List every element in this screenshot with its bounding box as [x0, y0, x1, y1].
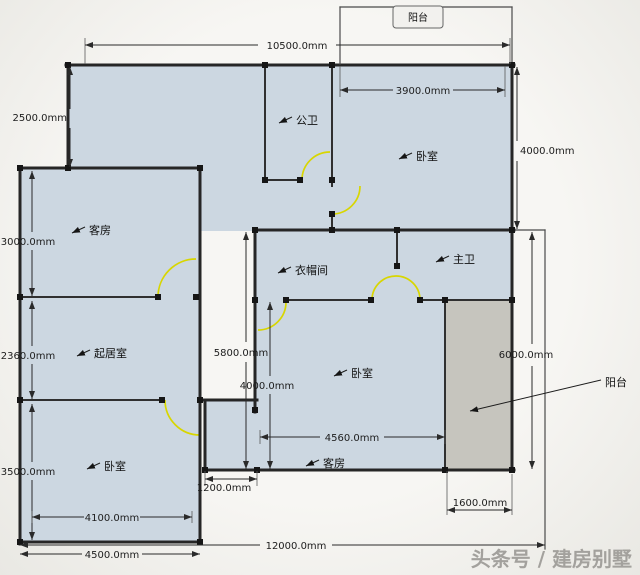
- door-arcs: [157, 151, 421, 436]
- dim-bedroom-bl-height: 3500.0mm: [1, 467, 55, 478]
- room-label-guest-bottom: 客房: [323, 456, 345, 470]
- dim-bedroom-center-height: 4000.0mm: [240, 381, 294, 392]
- dim-bedroom-tr-width: 3900.0mm: [396, 86, 450, 97]
- dim-bedroom-center-width: 4560.0mm: [325, 433, 379, 444]
- balcony-right-area: [445, 300, 512, 470]
- dim-right-height: 6000.0mm: [499, 350, 553, 361]
- column-markers: [17, 62, 515, 545]
- room-label-guest-left: 客房: [89, 223, 111, 237]
- balcony-top-label-box: 阳台: [392, 5, 444, 29]
- door-arc-bedroom-center: [257, 301, 287, 331]
- room-label-cloakroom: 衣帽间: [295, 263, 328, 277]
- room-label-living: 起居室: [94, 346, 127, 360]
- door-arc-bedroom-bl: [164, 399, 201, 436]
- dimension-lines: [20, 38, 545, 557]
- room-label-bedroom-top-right: 卧室: [416, 149, 438, 163]
- door-arc-guest-left: [157, 258, 197, 298]
- dim-balcony-right-width: 1600.0mm: [453, 498, 507, 509]
- room-label-balcony-right: 阳台: [605, 375, 627, 389]
- room-label-bedroom-center: 卧室: [351, 366, 373, 380]
- room-labels: 公卫 卧室 客房 衣帽间 主卫 起居室 卧室 客房 卧室 阳台: [89, 114, 627, 473]
- dim-notch-width: 1200.0mm: [197, 483, 251, 494]
- dim-upper-left-height: 2500.0mm: [13, 113, 67, 124]
- dim-living-height: 2360.0mm: [1, 351, 55, 362]
- dim-guest-left-height: 3000.0mm: [1, 237, 55, 248]
- room-label-master-bath: 主卫: [453, 253, 475, 266]
- dim-top-width: 10500.0mm: [267, 41, 328, 52]
- door-arc-public-bath: [301, 151, 331, 181]
- balcony-right-leader: [469, 379, 602, 413]
- room-label-leaders: [71, 116, 602, 470]
- dimension-labels: 10500.0mm 3900.0mm 2500.0mm 4000.0mm 300…: [1, 41, 575, 561]
- door-arc-master-bath-right: [395, 275, 421, 301]
- dim-wing-width: 4500.0mm: [85, 550, 139, 561]
- dim-total-width: 12000.0mm: [266, 541, 327, 552]
- room-label-balcony-top: 阳台: [408, 11, 428, 24]
- room-fills: [20, 65, 512, 543]
- door-arc-bedroom-tr: [331, 185, 361, 215]
- door-arc-master-bath-left: [371, 275, 397, 301]
- dim-bedroom-bl-width: 4100.0mm: [85, 513, 139, 524]
- dim-bedroom-tr-height: 4000.0mm: [520, 146, 574, 157]
- room-label-bedroom-bottom-left: 卧室: [104, 459, 126, 473]
- dim-center-height: 5800.0mm: [214, 348, 268, 359]
- room-label-public-bath: 公卫: [296, 114, 318, 127]
- watermark-text: 头条号 / 建房别墅: [471, 547, 632, 571]
